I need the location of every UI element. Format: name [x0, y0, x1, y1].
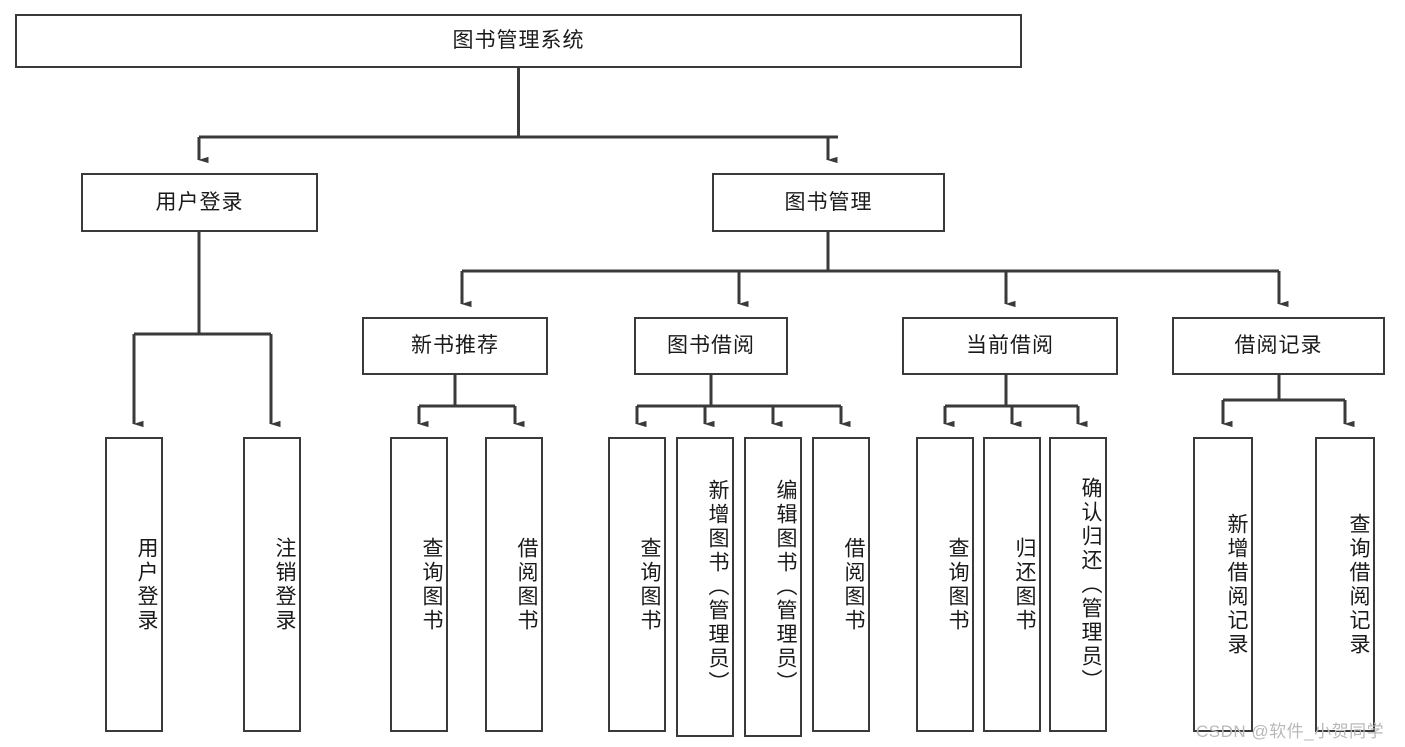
node-leaf-logout-login[interactable]: 注销登录: [243, 437, 301, 732]
node-leaf-query-borrow-record[interactable]: 查询借阅记录: [1315, 437, 1375, 732]
node-current-borrow[interactable]: 当前借阅: [902, 317, 1118, 375]
node-book-borrow[interactable]: 图书借阅: [634, 317, 788, 375]
node-user-login[interactable]: 用户登录: [81, 173, 318, 232]
node-leaf-confirm-return-admin[interactable]: 确认归还（管理员）: [1049, 437, 1107, 732]
node-leaf-return-book-label: 归还图书: [1013, 536, 1036, 633]
node-leaf-add-book-admin[interactable]: 新增图书（管理员）: [676, 437, 734, 737]
node-borrow-record[interactable]: 借阅记录: [1172, 317, 1385, 375]
node-leaf-query-book-1[interactable]: 查询图书: [390, 437, 448, 732]
node-root[interactable]: 图书管理系统: [15, 14, 1022, 68]
node-leaf-edit-book-admin-label: 编辑图书（管理员）: [774, 479, 797, 695]
node-leaf-user-login-label: 用户登录: [135, 536, 158, 633]
node-leaf-borrow-book-1[interactable]: 借阅图书: [485, 437, 543, 732]
node-leaf-query-book-1-label: 查询图书: [420, 536, 443, 633]
node-leaf-edit-book-admin[interactable]: 编辑图书（管理员）: [744, 437, 802, 737]
node-user-login-label: 用户登录: [155, 190, 244, 214]
node-leaf-confirm-return-admin-label: 确认归还（管理员）: [1079, 476, 1102, 693]
node-leaf-query-book-3[interactable]: 查询图书: [916, 437, 974, 732]
node-leaf-user-login[interactable]: 用户登录: [105, 437, 163, 732]
node-leaf-query-borrow-record-label: 查询借阅记录: [1347, 512, 1370, 657]
node-leaf-query-book-2-label: 查询图书: [638, 536, 661, 633]
node-leaf-return-book[interactable]: 归还图书: [983, 437, 1041, 732]
csdn-watermark: CSDN @软件_小贺同学: [1196, 717, 1384, 742]
node-current-borrow-label: 当前借阅: [966, 334, 1054, 358]
node-leaf-query-book-3-label: 查询图书: [946, 536, 969, 633]
node-leaf-borrow-book-2-label: 借阅图书: [842, 536, 865, 633]
node-new-book-recommend[interactable]: 新书推荐: [362, 317, 548, 375]
node-book-borrow-label: 图书借阅: [667, 334, 755, 358]
node-root-label: 图书管理系统: [452, 29, 585, 53]
node-leaf-logout-login-label: 注销登录: [273, 536, 296, 633]
node-leaf-add-book-admin-label: 新增图书（管理员）: [706, 479, 729, 695]
csdn-watermark-text: CSDN @软件_小贺同学: [1196, 722, 1385, 741]
node-new-book-recommend-label: 新书推荐: [411, 334, 499, 358]
node-book-manage-label: 图书管理: [784, 190, 873, 214]
node-book-manage[interactable]: 图书管理: [712, 173, 945, 232]
node-leaf-query-book-2[interactable]: 查询图书: [608, 437, 666, 732]
node-leaf-add-borrow-record-label: 新增借阅记录: [1225, 512, 1248, 657]
node-borrow-record-label: 借阅记录: [1234, 334, 1323, 358]
node-leaf-borrow-book-1-label: 借阅图书: [515, 536, 538, 633]
node-leaf-borrow-book-2[interactable]: 借阅图书: [812, 437, 870, 732]
node-leaf-add-borrow-record[interactable]: 新增借阅记录: [1193, 437, 1253, 732]
